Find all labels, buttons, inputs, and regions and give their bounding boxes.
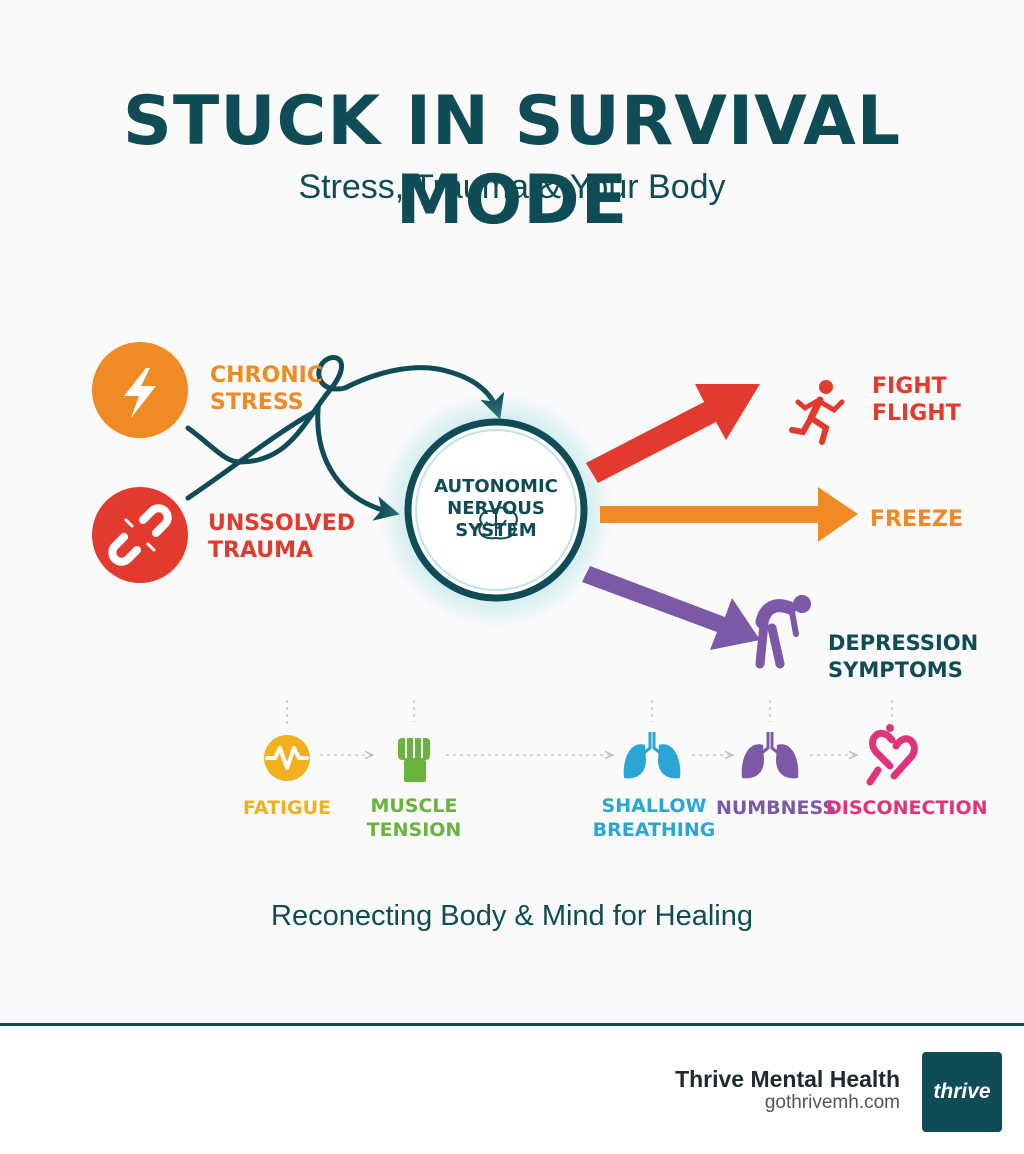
autonomic-nervous-system-node <box>378 392 614 628</box>
broken-chain-icon <box>108 504 172 566</box>
running-person-icon <box>789 380 845 445</box>
symptom-label-line: FATIGUE <box>242 797 332 819</box>
wave-icon <box>264 735 310 781</box>
response-label-line: FREEZE <box>870 507 964 532</box>
slumped-person-icon <box>755 595 811 669</box>
thrive-logo[interactable]: thrive <box>922 1052 1002 1132</box>
symptom-label-line: MUSCLE <box>370 795 458 817</box>
brand-name[interactable]: Thrive Mental Health <box>675 1066 900 1092</box>
cause-chronic-stress <box>92 342 188 438</box>
cause-label-unsolved-trauma: UNSSOLVED TRAUMA <box>208 510 355 564</box>
response-label-line: DEPRESSION <box>828 631 979 655</box>
response-label-fight-flight: FIGHT FLIGHT <box>872 373 961 427</box>
symptom-label-line: DISCONECTION <box>826 797 988 819</box>
depression-arrow <box>582 566 760 650</box>
symptom-label-numbness: NUMBNESS <box>706 796 846 820</box>
symptom-label-fatigue: FATIGUE <box>217 796 357 820</box>
symptom-label-disconnection: DISCONECTION <box>826 796 988 820</box>
brain-icon <box>478 506 518 540</box>
footer <box>0 1026 1024 1154</box>
survival-mode-diagram <box>92 342 918 786</box>
fist-icon <box>398 738 430 782</box>
response-label-freeze: FREEZE <box>870 506 963 533</box>
symptom-connectors <box>286 700 893 755</box>
response-label-line: FLIGHT <box>872 401 961 426</box>
brand-url-link[interactable]: gothrivemh.com <box>764 1092 900 1113</box>
response-label-line: SYMPTOMS <box>828 658 963 682</box>
center-label-line: NERVOUS SYSTEM <box>447 498 545 541</box>
lightning-icon <box>124 368 156 418</box>
symptom-label-line: NUMBNESS <box>715 797 837 819</box>
symptom-label-shallow-breathing: SHALLOW BREATHING <box>584 794 724 842</box>
lungs-icon <box>741 732 799 779</box>
footer-divider <box>0 1023 1024 1026</box>
lungs-icon <box>623 732 681 779</box>
cause-label-line: TRAUMA <box>208 538 314 563</box>
cause-label-chronic-stress: CHRONIC STRESS <box>210 362 323 416</box>
response-label-line: FIGHT <box>872 374 947 399</box>
symptom-label-line: BREATHING <box>592 819 716 841</box>
center-label: AUTONOMIC NERVOUS SYSTEM <box>416 476 576 542</box>
fight-flight-arrow <box>586 384 760 483</box>
cause-label-line: CHRONIC <box>210 363 323 388</box>
symptom-label-line: TENSION <box>366 819 462 841</box>
trauma-connector <box>185 405 400 521</box>
cause-label-line: UNSSOLVED <box>208 511 355 536</box>
disconnected-heart-icon <box>866 724 918 786</box>
page-subtitle: Stress, Trauma & Your Body <box>298 168 726 206</box>
symptom-label-line: SHALLOW <box>601 795 707 817</box>
center-label-line: AUTONOMIC <box>434 476 558 497</box>
tagline: Reconecting Body & Mind for Healing <box>271 900 753 932</box>
symptom-label-muscle-tension: MUSCLE TENSION <box>344 794 484 842</box>
cause-unsolved-trauma <box>92 487 188 583</box>
freeze-arrow <box>600 487 858 542</box>
cause-label-line: STRESS <box>210 390 304 415</box>
page-title: STUCK IN SURVIVAL MODE <box>122 82 902 240</box>
response-label-depression: DEPRESSION SYMPTOMS <box>828 630 979 684</box>
